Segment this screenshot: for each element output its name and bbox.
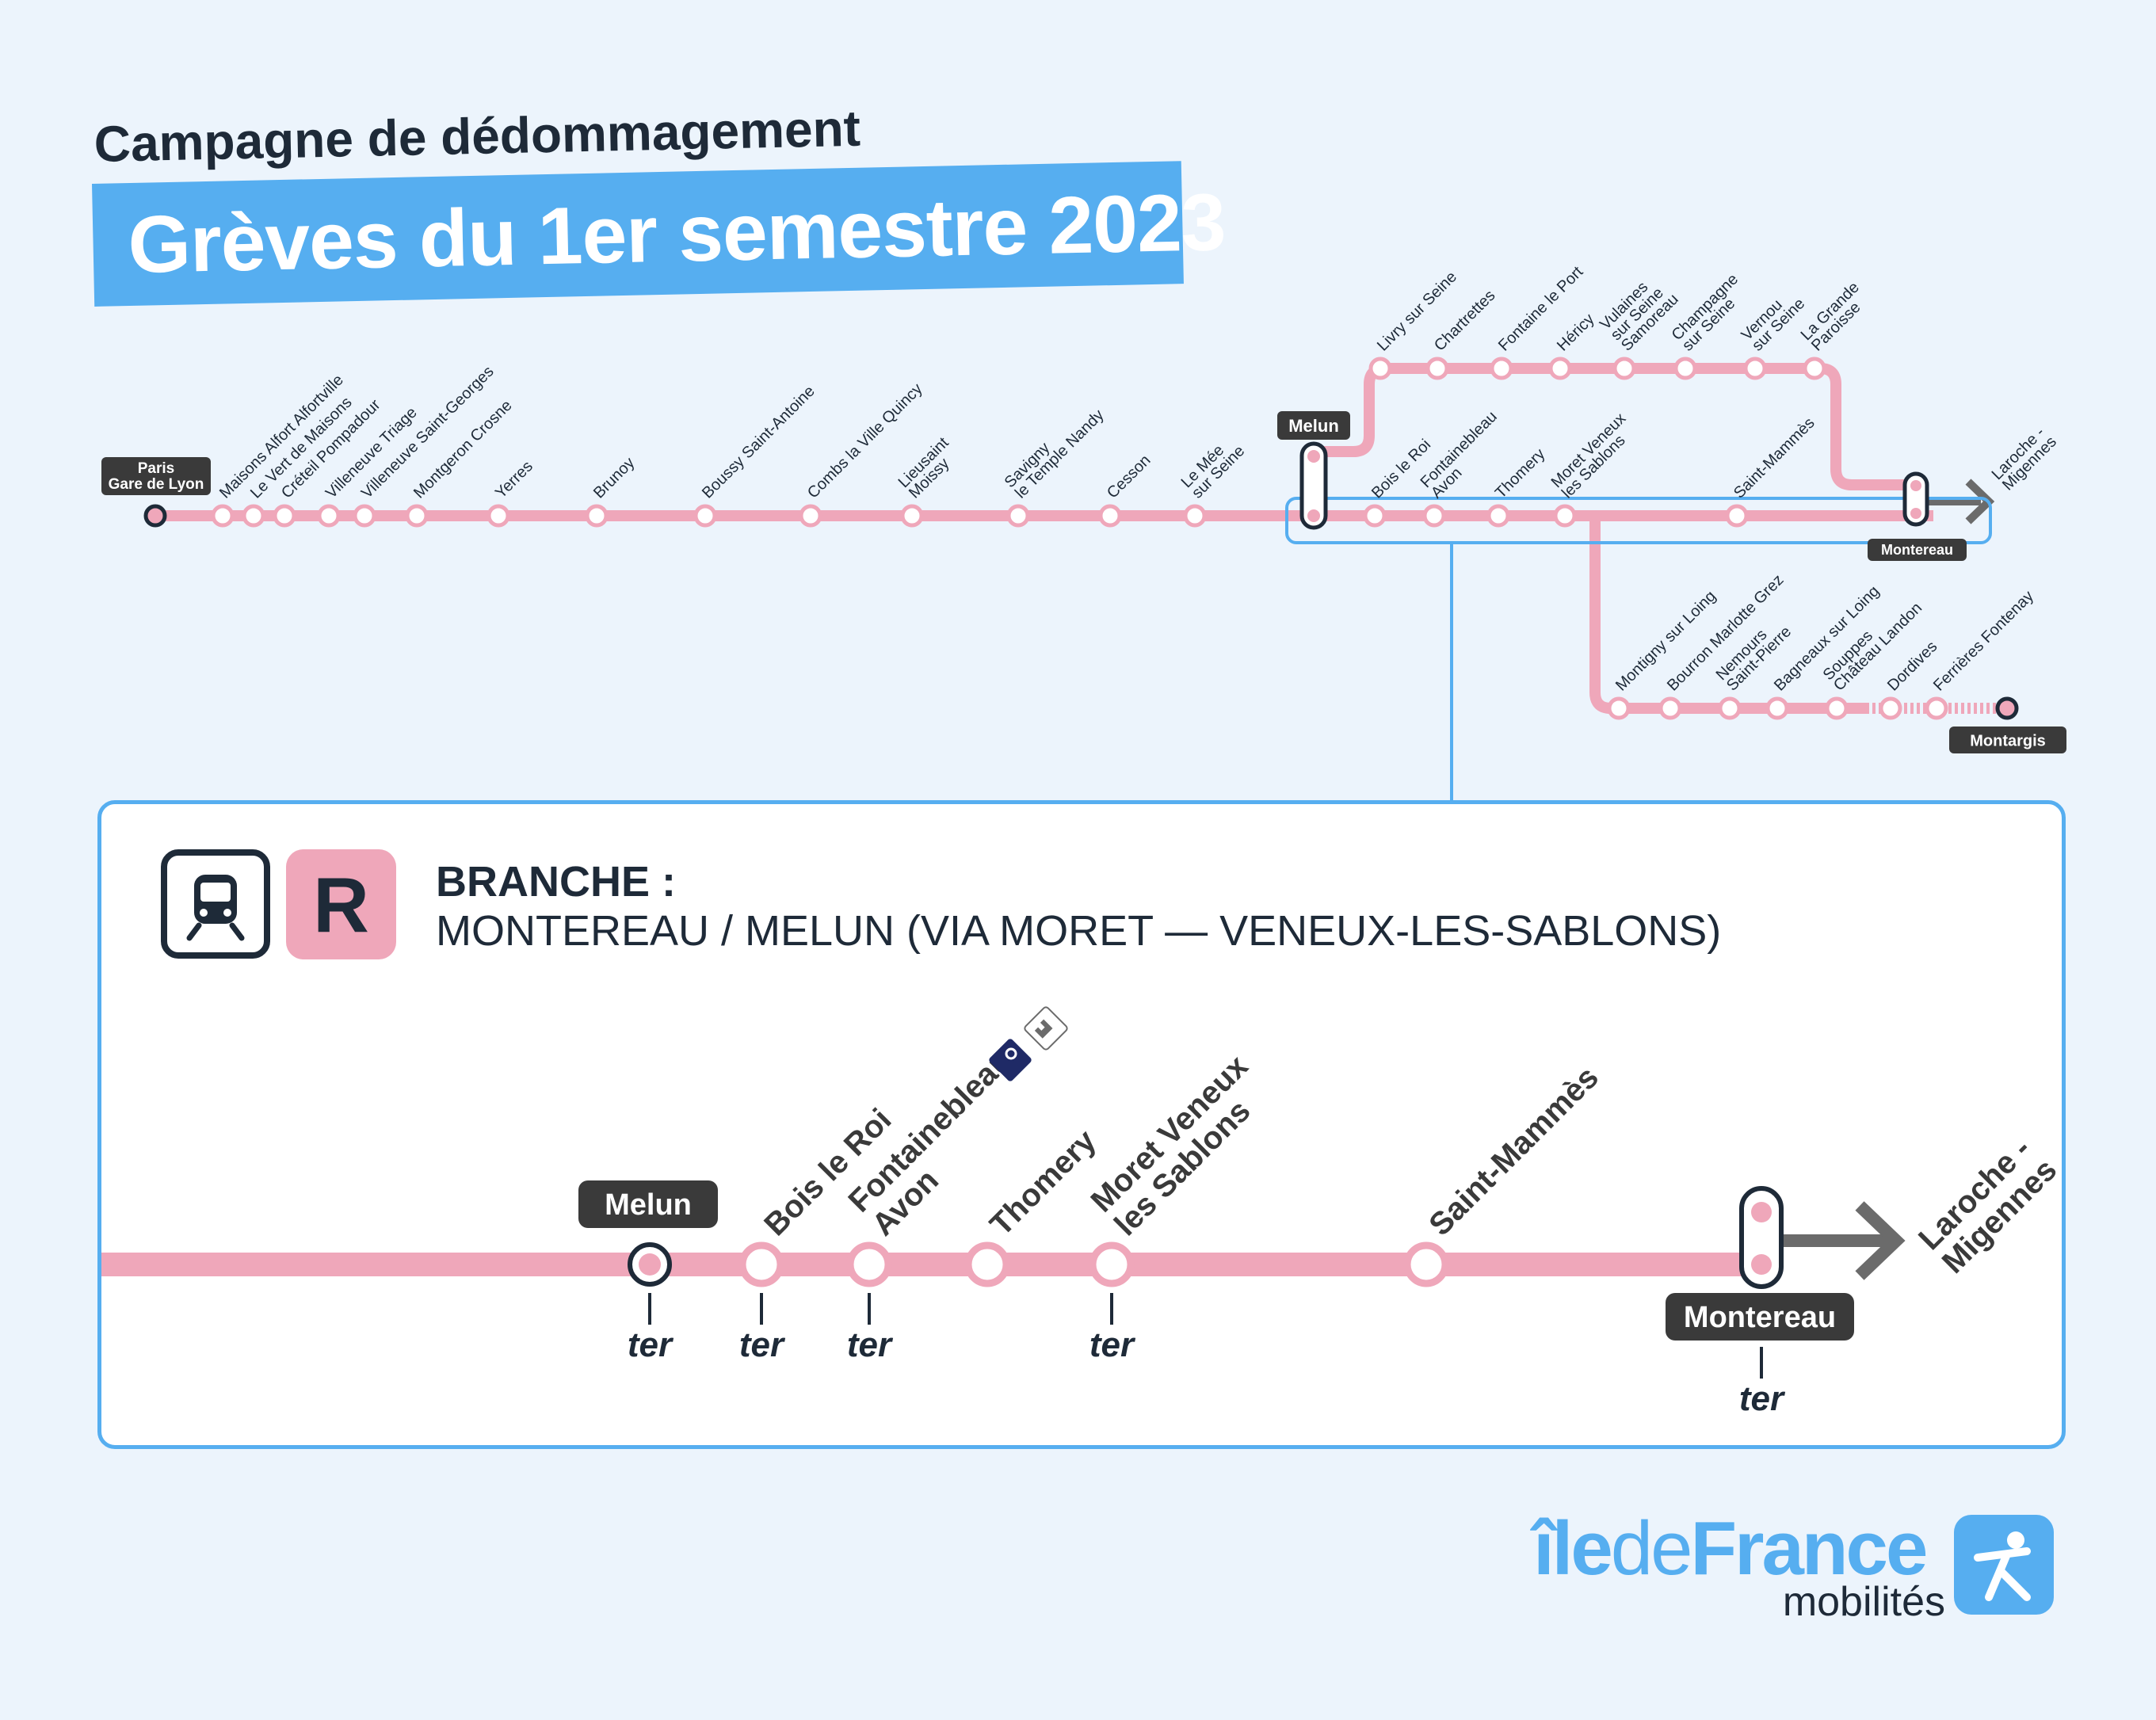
branch-title: BRANCHE :: [436, 858, 676, 906]
detail-laroche-label: Laroche -Migennes: [1912, 1131, 2063, 1280]
station-dot: [1825, 696, 1849, 720]
detail-station-label: Saint-Mammès: [1422, 1060, 1605, 1243]
branch-subtitle: MONTEREAU / MELUN (VIA MORET — VENEUX-LE…: [436, 907, 1722, 955]
detail-montereau-box: [1666, 1293, 1854, 1341]
montargis-terminus-icon: [1995, 696, 2019, 720]
station-dot: [1607, 696, 1631, 720]
detail-station-dot: [1403, 1241, 1449, 1287]
terminus-paris-box: [101, 457, 211, 495]
detail-station-name: Thomery: [983, 1123, 1103, 1242]
detail-station-dot: [738, 1241, 784, 1287]
station-dot: [585, 504, 609, 528]
station-dot: [1368, 357, 1392, 380]
melun-dot-2: [1307, 509, 1320, 522]
ter-logo: ter: [739, 1325, 786, 1364]
montereau-label: Montereau: [1881, 542, 1953, 558]
idfm-logo: îledeFrance mobilités: [1533, 1505, 1945, 1625]
station-dot: [1425, 357, 1449, 380]
station-dot: [1803, 357, 1826, 380]
terminus-paris-label: Paris: [138, 460, 174, 477]
branch-detail-panel: [97, 800, 2066, 1449]
station-dot: [317, 504, 341, 528]
station-dot: [242, 504, 265, 528]
detail-arrow-head: [1855, 1201, 1906, 1280]
detail-melun-label: Melun: [605, 1188, 692, 1222]
station-dot: [1612, 357, 1636, 380]
station-dot: [1718, 696, 1742, 720]
station-dot: [1553, 504, 1577, 528]
terminus-paris-icon: [143, 504, 167, 528]
station-dot: [1548, 357, 1572, 380]
ter-logo: ter: [628, 1325, 674, 1364]
station-dot: [1183, 504, 1207, 528]
melun-dot-1: [1307, 450, 1320, 463]
station-dot: [1006, 504, 1030, 528]
logo-wordmark: îledeFrance: [1533, 1505, 1929, 1592]
station-dot: [1743, 357, 1767, 380]
montargis-label: Montargis: [1970, 732, 2046, 749]
montereau-dot-2: [1910, 508, 1921, 519]
branch-highlight-box: [1285, 497, 1992, 544]
wheelchair-icon: [989, 1039, 1032, 1081]
station-dot: [799, 504, 822, 528]
detail-montereau-dot-2: [1751, 1254, 1772, 1275]
station-dot: [273, 504, 296, 528]
montereau-label-box: [1868, 539, 1967, 561]
station-dot: [405, 504, 429, 528]
detail-station-dot: [964, 1241, 1010, 1287]
station-dot: [1422, 504, 1446, 528]
running-person-icon: [1954, 1515, 2054, 1615]
melun-label-box: [1277, 411, 1350, 440]
station-dot: [1490, 357, 1513, 380]
castle-glyph: [1034, 1019, 1053, 1039]
ter-logo: ter: [1089, 1325, 1136, 1364]
logo-ile: île: [1533, 1506, 1613, 1591]
montereau-dot-1: [1910, 480, 1921, 491]
station-dot: [1765, 696, 1789, 720]
detail-melun-dot: [639, 1253, 661, 1276]
montereau-station-icon: [1902, 471, 1929, 527]
detail-montereau-label: Montereau: [1684, 1301, 1836, 1334]
detail-station-dot: [846, 1241, 892, 1287]
station-dot: [353, 504, 376, 528]
detail-melun-box: [578, 1180, 718, 1228]
terminus-paris-label: Gare de Lyon: [109, 476, 204, 493]
station-dot: [900, 504, 924, 528]
station-dot: [1658, 696, 1682, 720]
melun-station-icon: [1299, 441, 1328, 530]
station-dot: [1925, 696, 1948, 720]
logo-france: France: [1690, 1506, 1929, 1591]
station-dot: [487, 504, 510, 528]
wheelchair-glyph: [1005, 1047, 1017, 1060]
ter-logo: ter: [847, 1325, 894, 1364]
melun-label: Melun: [1288, 416, 1339, 436]
station-dot: [1486, 504, 1510, 528]
detail-station-label: Thomery: [983, 1123, 1103, 1242]
station-dot: [1879, 696, 1902, 720]
station-dot: [1363, 504, 1387, 528]
logo-de: de: [1610, 1506, 1693, 1591]
upper-branch-line: [1314, 363, 1916, 490]
logo-subtitle: mobilités: [1782, 1579, 1945, 1625]
station-dot: [1098, 504, 1122, 528]
detail-station-dot: [1089, 1241, 1135, 1287]
detail-montereau-dot-1: [1751, 1202, 1772, 1222]
line-r-badge: R: [286, 849, 396, 959]
station-dot: [693, 504, 717, 528]
detail-station-name: Saint-Mammès: [1422, 1060, 1605, 1243]
line-letter: R: [313, 861, 369, 948]
station-dot: [211, 504, 235, 528]
station-dot: [1725, 504, 1749, 528]
montargis-label-box: [1949, 727, 2066, 753]
train-icon: [161, 849, 270, 959]
ter-logo: ter: [1739, 1379, 1786, 1418]
station-dot: [1673, 357, 1697, 380]
